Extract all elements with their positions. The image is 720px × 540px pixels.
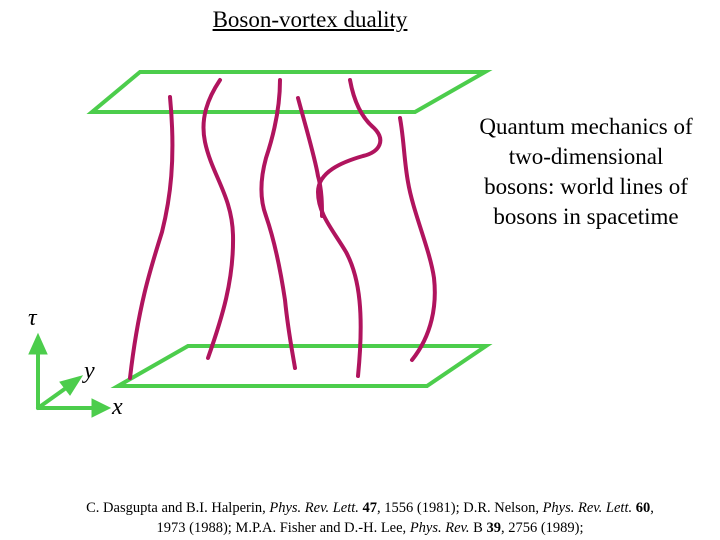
world-line-5 [315,78,383,378]
tau-arrow-icon [28,332,48,355]
y-arrow-icon [59,375,84,396]
citation-r3-journal: Phys. Rev. [409,520,470,536]
bottom-plane [110,344,493,388]
citation-r2-journal: Phys. Rev. Lett. [542,500,633,516]
world-line-4 [296,96,324,218]
x-axis-label: x [112,394,123,420]
citation-r3-rest: , 2756 (1989); [500,520,584,536]
world-line-2 [201,78,236,360]
y-axis-label: y [84,358,95,384]
citation-r3-series: B [469,520,487,536]
tau-axis-label: τ [28,305,37,331]
citation-r3-volume: 39 [486,520,501,536]
citation-r1-journal: Phys. Rev. Lett. [269,500,359,516]
citation-r1-authors: C. Dasgupta and B.I. Halperin, [86,500,270,516]
citation-r1-volume: 47 [362,500,378,516]
citation-r2-volume: 60 [635,500,651,516]
citation-r1-rest: , 1556 (1981); D.R. Nelson, [377,500,543,516]
y-axis-line [36,386,68,410]
citation-r2-rest: , [650,500,654,516]
x-arrow-icon [91,398,112,418]
slide-title: Boson-vortex duality [212,7,408,32]
world-line-1 [128,95,175,380]
citation-line2-start: 1973 (1988); M.P.A. Fisher and D.-H. Lee… [156,520,410,536]
top-plane [86,70,493,114]
citation: C. Dasgupta and B.I. Halperin, Phys. Rev… [40,498,700,538]
world-line-6 [398,116,437,362]
world-line-3 [259,78,297,370]
caption-text: Quantum mechanics of two-dimensional bos… [479,114,693,229]
